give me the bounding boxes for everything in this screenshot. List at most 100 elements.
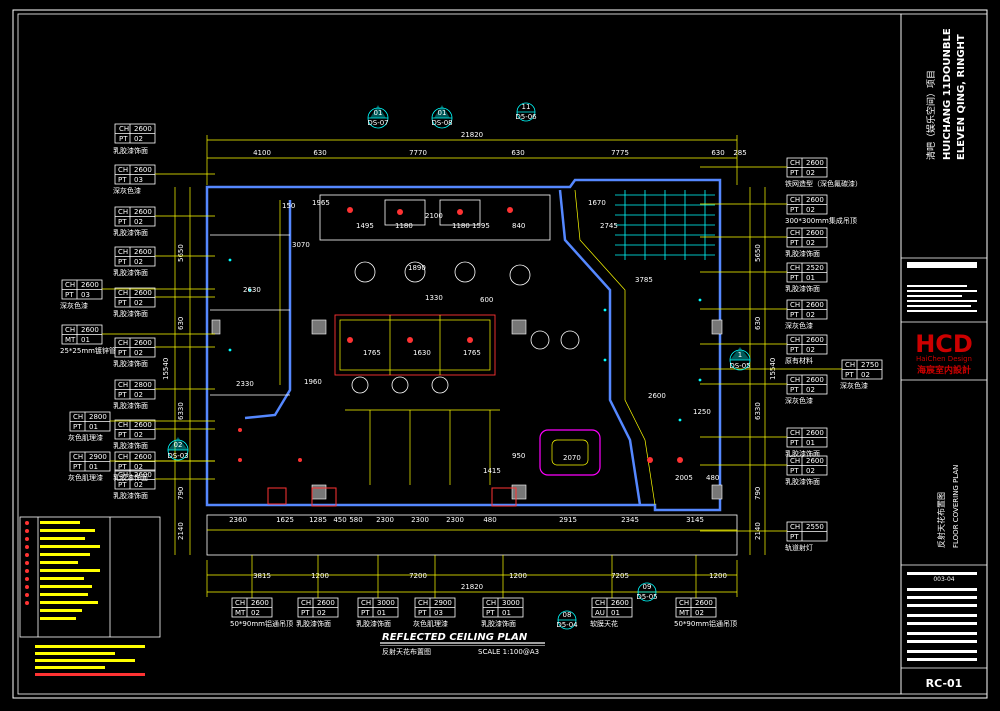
tag-code-value: 02 (806, 239, 815, 247)
svg-text:CH: CH (65, 281, 75, 289)
tag-code-value: 02 (695, 609, 704, 617)
tag-ch-value: 2900 (89, 453, 107, 461)
svg-text:CH: CH (595, 599, 605, 607)
svg-text:CH: CH (118, 166, 128, 174)
dim-bottom-row: 2360 1625 1285 450 580 2300 2300 2300 48… (229, 516, 704, 524)
sheet-code: 003-04 (933, 576, 954, 583)
tag-code-value: 02 (806, 346, 815, 354)
tag-label: 乳胶漆饰面 (481, 619, 516, 628)
dim-top-seg: 285 (733, 149, 746, 157)
tag-label: 深灰色漆 (840, 381, 868, 390)
interior-dim: 1495 (356, 222, 374, 230)
tag-ch-value: 3000 (502, 599, 520, 607)
tag-code-value: 02 (134, 258, 143, 266)
tag-code-value: 01 (81, 336, 90, 344)
sheet-title-en: FLOOR COVERING PLAN (952, 465, 960, 548)
svg-text:PT: PT (790, 239, 799, 247)
interior-dim: 1670 (588, 199, 606, 207)
tag-code-value: 01 (611, 609, 620, 617)
bar-counter (334, 314, 496, 376)
section-marker-ds08: 01 DS-08 (431, 105, 453, 129)
dim-top-seg: 630 (511, 149, 524, 157)
interior-dim: 1960 (304, 378, 322, 386)
svg-text:PT: PT (118, 218, 127, 226)
section-marker-ds03: 02 DS-03 (167, 437, 189, 461)
dim-row: 1625 (276, 516, 294, 524)
svg-text:CH: CH (118, 248, 128, 256)
title-block-frame (900, 13, 988, 695)
tag-label: 乳胶漆饰面 (785, 284, 820, 293)
svg-text:PT: PT (790, 346, 799, 354)
tag-ch-value: 2600 (806, 376, 824, 384)
logo-sub: HaiChen Design (916, 355, 972, 363)
tag-label: 乳胶漆饰面 (785, 449, 820, 458)
tag-label: 深灰色漆 (60, 301, 88, 310)
dim-top-seg: 7775 (611, 149, 629, 157)
interior-dim: 1250 (693, 408, 711, 416)
dim-row: 2300 (446, 516, 464, 524)
section-marker-id: DS-05 (729, 362, 750, 370)
top-tag-pt: 02 (134, 135, 143, 143)
svg-text:CH: CH (790, 523, 800, 531)
floor-plan (205, 178, 738, 556)
drawing-title-en: REFLECTED CEILING PLAN (382, 632, 528, 643)
detail-marker-ref: D5-04 (556, 621, 578, 629)
tag-ch-value: 2600 (806, 429, 824, 437)
dim-left: 630 (177, 317, 185, 330)
sheet-title-cn: 反射天花布置图 (936, 492, 946, 548)
outer-frame (12, 9, 988, 699)
dim-row: 2345 (621, 516, 639, 524)
dim-bottom-total: 21820 (461, 583, 483, 591)
interior-dim: 2630 (243, 286, 261, 294)
svg-text:CH: CH (118, 471, 128, 479)
svg-text:CH: CH (361, 599, 371, 607)
svg-text:PT: PT (845, 371, 854, 379)
tag-label: 原有材料 (785, 356, 813, 365)
dim-bottom-seg: 3815 (253, 572, 271, 580)
svg-text:CH: CH (118, 289, 128, 297)
tag-label: 乳胶漆饰面 (113, 309, 148, 318)
interior-dims: 1965 1495 1180 2100 1180 1595 840 1670 2… (236, 199, 719, 482)
tag-code-value: 03 (81, 291, 90, 299)
tag-ch-value: 2600 (251, 599, 269, 607)
tag-code-value: 01 (502, 609, 511, 617)
tag-label: 软膜天花 (590, 619, 618, 628)
tag-label: 深灰色漆 (785, 396, 813, 405)
svg-text:CH: CH (790, 376, 800, 384)
tag-label: 乳胶漆饰面 (113, 401, 148, 410)
interior-dim: 480 (706, 474, 719, 482)
tag-ch-value: 2600 (134, 289, 152, 297)
tag-code-value: 01 (377, 609, 386, 617)
notes-block (35, 645, 145, 676)
tag-label: 300*300mm集成吊顶 (785, 216, 857, 225)
dim-left: 2140 (177, 522, 185, 540)
svg-text:CH: CH (790, 301, 800, 309)
tag-ch-value: 2600 (806, 336, 824, 344)
detail-marker-bottom-2: 09 D5-05 (636, 582, 658, 602)
project-name-cn: 清吧（娱乐空间）项目 (925, 70, 937, 160)
detail-marker-num: 09 (643, 583, 652, 591)
exterior-wall (205, 178, 722, 512)
svg-text:CH: CH (73, 453, 83, 461)
interior-dim: 2330 (236, 380, 254, 388)
tag-code-value: 02 (806, 467, 815, 475)
dim-top-seg: 630 (711, 149, 724, 157)
svg-text:CH: CH (118, 381, 128, 389)
section-marker-num: 01 (438, 109, 447, 117)
drawing-scale: SCALE 1:100@A3 (478, 648, 539, 656)
title-block-info-lines (907, 285, 977, 312)
svg-text:PT: PT (73, 463, 82, 471)
tag-ch-value: 2750 (861, 361, 879, 369)
detail-marker-num: 11 (522, 103, 531, 111)
interior-dim: 3785 (635, 276, 653, 284)
tag-code-value: 02 (134, 218, 143, 226)
drawing-number: RC-01 (926, 677, 963, 690)
svg-text:CH: CH (301, 599, 311, 607)
tag-code-value: 01 (806, 439, 815, 447)
